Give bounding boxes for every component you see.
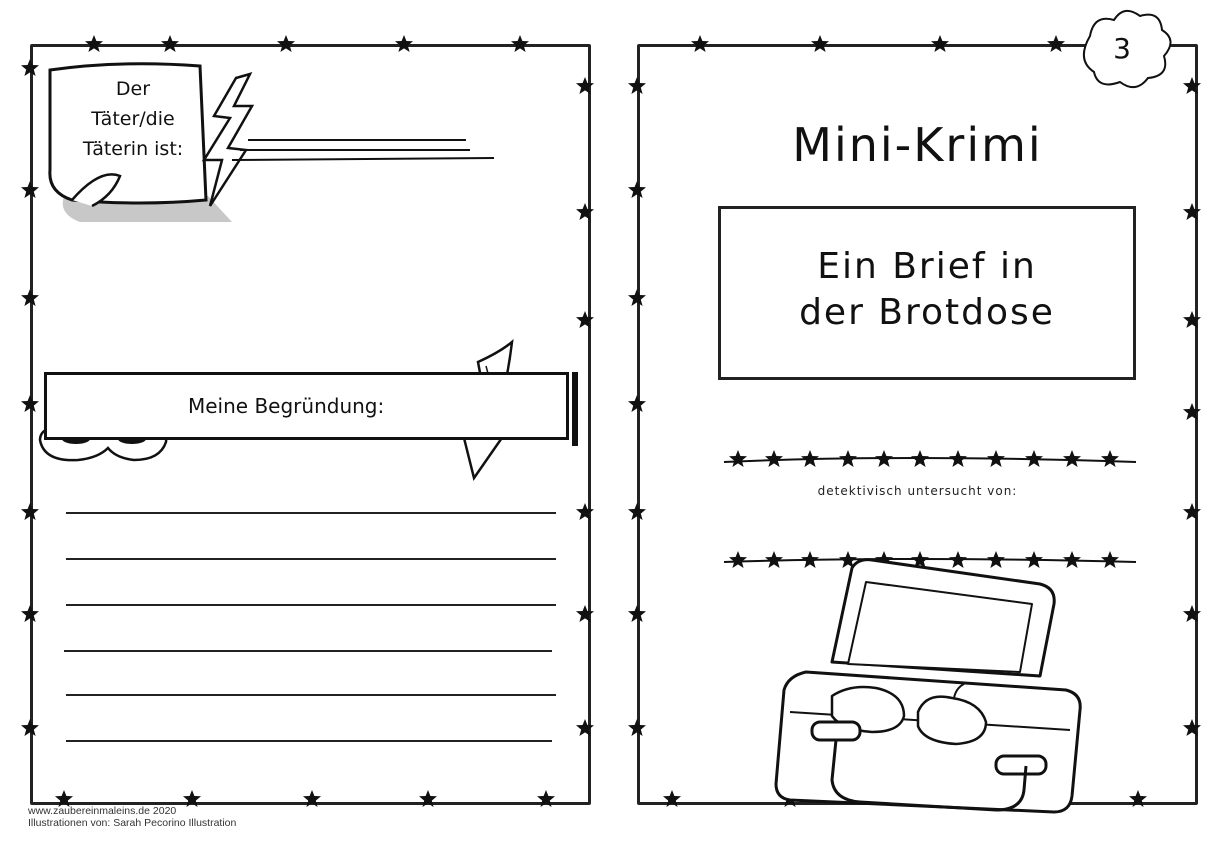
writing-line[interactable]: [66, 558, 556, 560]
note-paper-illustration: [48, 62, 232, 222]
note-line-1: Der: [115, 78, 151, 100]
writing-line[interactable]: [64, 650, 552, 652]
lightning-icon: [201, 72, 495, 207]
lunchbox-illustration: [774, 558, 1082, 814]
star-row-top: [723, 450, 1137, 467]
story-title: Ein Brief in der Brotdose: [718, 244, 1136, 336]
footer-credits: www.zaubereinmaleins.de 2020 Illustratio…: [28, 805, 236, 829]
writing-line[interactable]: [66, 694, 556, 696]
page-number: 3: [1113, 32, 1131, 65]
writing-line[interactable]: [66, 604, 556, 606]
writing-line[interactable]: [66, 512, 556, 514]
footer-website: www.zaubereinmaleins.de 2020: [28, 805, 177, 817]
story-title-line-1: Ein Brief in: [817, 246, 1037, 287]
note-line-3: Täterin ist:: [82, 138, 184, 160]
booklet-title: Mini-Krimi: [792, 118, 1043, 172]
star-row-bottom: [723, 551, 1137, 568]
culprit-note: Der Täter/die Täterin ist:: [58, 74, 208, 164]
reason-heading-bar: [44, 372, 569, 440]
page-number-badge: [1083, 9, 1172, 89]
story-title-line-2: der Brotdose: [799, 292, 1055, 333]
investigated-by-label: detektivisch untersucht von:: [817, 484, 1018, 498]
reason-label: Meine Begründung:: [188, 394, 385, 418]
subtitle-box: [718, 206, 1136, 380]
note-line-2: Täter/die: [91, 108, 175, 130]
footer-illustrator: Illustrationen von: Sarah Pecorino Illus…: [28, 817, 237, 829]
writing-line[interactable]: [66, 740, 552, 742]
